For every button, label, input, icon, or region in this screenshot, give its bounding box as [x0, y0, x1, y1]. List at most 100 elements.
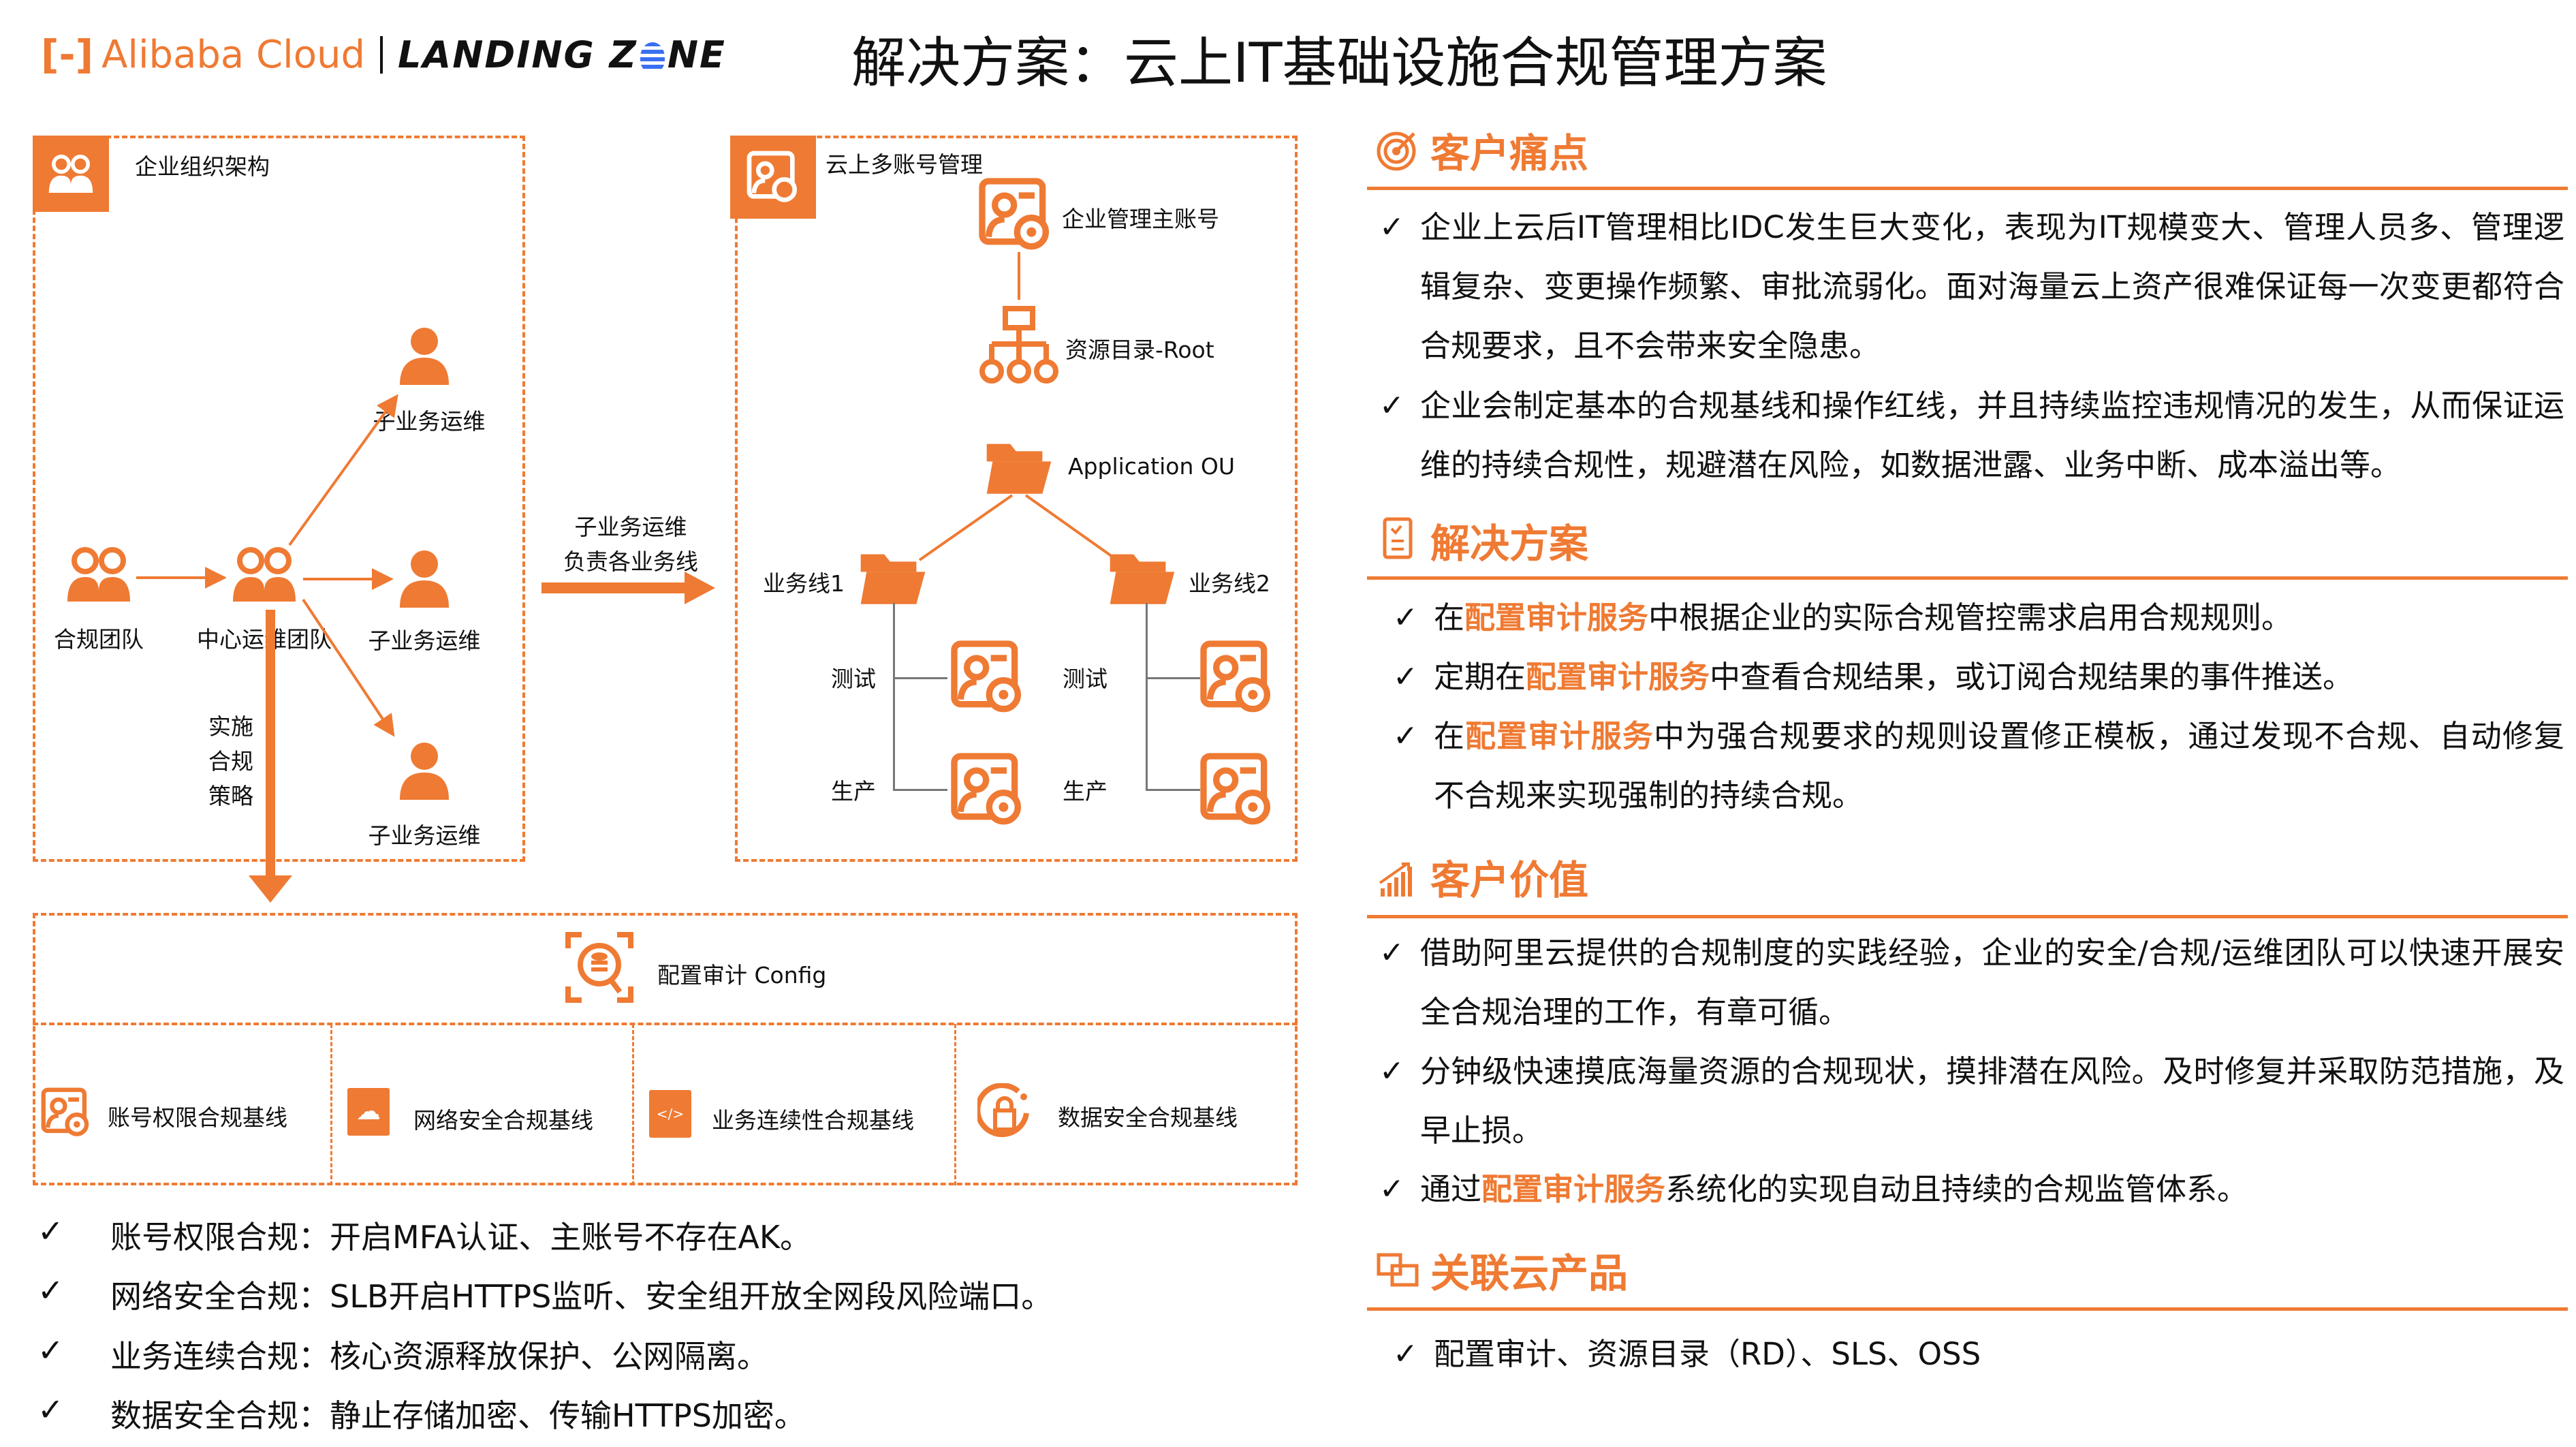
- check-icon: ✓: [37, 1391, 64, 1428]
- value-item: ✓ 通过配置审计服务系统化的实现自动且持续的合规监管体系。: [1379, 1160, 2564, 1219]
- arrow-label-line1: 子业务运维: [574, 514, 687, 540]
- bottom-item-text: 账号权限合规：开启MFA认证、主账号不存在AK。: [110, 1219, 812, 1256]
- business-line-1-label: 业务线1: [763, 570, 845, 597]
- solution-item-text: 在配置审计服务中为强合规要求的规则设置修正模板，通过发现不合规、自动修复不合规来…: [1434, 718, 2564, 813]
- bar-chart-icon: [1379, 862, 1412, 897]
- check-icon: ✓: [37, 1272, 64, 1309]
- pain-item: ✓ 企业会制定基本的合规基线和操作红线，并且持续监控违规情况的发生，从而保证运维的…: [1379, 376, 2564, 495]
- check-icon: ✓: [1379, 935, 1404, 970]
- org-title: 企业组织架构: [135, 153, 270, 180]
- prod-account-icon: [1199, 751, 1275, 828]
- ou-connectors: [918, 494, 1118, 561]
- test-label: 测试: [1063, 666, 1108, 692]
- org-team-icon: [33, 136, 109, 212]
- tree-line: [893, 603, 895, 790]
- related-item: ✓ 配置审计、资源目录（RD）、SLS、OSS: [1379, 1324, 2564, 1384]
- check-icon: ✓: [1379, 210, 1404, 245]
- related-heading: 关联云产品: [1430, 1250, 1629, 1296]
- solution-item: ✓ 在配置审计服务中为强合规要求的规则设置修正模板，通过发现不合规、自动修复不合规…: [1379, 706, 2564, 825]
- folder-icon: [1107, 548, 1178, 607]
- solution-item: ✓ 定期在配置审计服务中查看合规结果，或订阅合规结果的事件推送。: [1379, 647, 2564, 706]
- heading-rule: [1367, 576, 2568, 580]
- check-icon: ✓: [37, 1213, 64, 1249]
- brand-name: Alibaba Cloud: [101, 32, 366, 77]
- col-divider: [330, 1024, 332, 1185]
- test-label: 测试: [831, 666, 876, 692]
- pain-points-heading: 客户痛点: [1430, 130, 1589, 176]
- application-ou-label: Application OU: [1068, 453, 1236, 480]
- account-baseline-icon: [40, 1087, 92, 1138]
- pain-item-text: 企业会制定基本的合规基线和操作红线，并且持续监控违规情况的发生，从而保证运维的持…: [1420, 388, 2564, 483]
- solution-item-text: 在配置审计服务中根据企业的实际合规管控需求启用合规规则。: [1434, 600, 2293, 636]
- bottom-list-item: ✓ 账号权限合规：开启MFA认证、主账号不存在AK。: [37, 1213, 811, 1258]
- arrow-label-line2: 负责各业务线: [563, 548, 698, 575]
- solution-heading: 解决方案: [1430, 520, 1589, 567]
- col-divider: [632, 1024, 634, 1185]
- pain-item-text: 企业上云后IT管理相比IDC发生巨大变化，表现为IT规模变大、管理人员多、管理逻…: [1420, 209, 2564, 364]
- network-security-icon: ☁: [347, 1088, 390, 1136]
- value-item-text: 分钟级快速摸底海量资源的合规现状，摸排潜在风险。及时修复并采取防范措施，及早止损…: [1420, 1053, 2564, 1149]
- value-item-text: 通过配置审计服务系统化的实现自动且持续的合规监管体系。: [1420, 1171, 2248, 1207]
- value-item: ✓ 分钟级快速摸底海量资源的合规现状，摸排潜在风险。及时修复并采取防范措施，及早止…: [1379, 1042, 2564, 1160]
- check-icon: ✓: [1379, 388, 1404, 423]
- check-icon: ✓: [37, 1332, 64, 1369]
- policy-label: 策略: [208, 783, 253, 809]
- bottom-item-text: 网络安全合规：SLB开启HTTPS监听、安全组开放全网段风险端口。: [110, 1278, 1053, 1315]
- related-item-text: 配置审计、资源目录（RD）、SLS、OSS: [1434, 1336, 1981, 1372]
- prod-label: 生产: [831, 778, 876, 805]
- value-heading: 客户价值: [1430, 857, 1589, 903]
- value-item: ✓借助阿里云提供的合规制度的实践经验，企业的安全/合规/运维团队可以快速开展安全…: [1379, 923, 2564, 1042]
- bottom-item-text: 数据安全合规：静止存储加密、传输HTTPS加密。: [110, 1397, 806, 1434]
- check-icon: ✓: [1379, 1172, 1404, 1207]
- baseline-label: 业务连续性合规基线: [712, 1107, 914, 1134]
- connector: [1018, 252, 1020, 300]
- business-line-2-label: 业务线2: [1189, 570, 1270, 597]
- right-arrow-icon: [541, 572, 715, 604]
- master-account-label: 企业管理主账号: [1062, 206, 1219, 232]
- bottom-list-item: ✓ 数据安全合规：静止存储加密、传输HTTPS加密。: [37, 1391, 806, 1436]
- policy-label: 实施: [208, 713, 253, 740]
- baseline-label: 数据安全合规基线: [1058, 1104, 1238, 1131]
- baseline-label: 网络安全合规基线: [413, 1107, 593, 1134]
- tree-line: [1146, 677, 1200, 679]
- config-title: 配置审计 Config: [657, 962, 827, 989]
- folder-icon: [858, 548, 928, 607]
- tree-line: [1146, 789, 1200, 791]
- check-icon: ✓: [1393, 600, 1418, 635]
- heading-rule: [1367, 187, 2568, 190]
- sub-ops-label: 子业务运维: [368, 822, 481, 849]
- test-account-icon: [1199, 639, 1275, 715]
- check-icon: ✓: [1393, 719, 1418, 753]
- resource-directory-label: 资源目录-Root: [1065, 337, 1214, 363]
- bottom-item-text: 业务连续合规：核心资源释放保护、公网隔离。: [110, 1338, 768, 1375]
- accounts-title: 云上多账号管理: [826, 151, 983, 178]
- config-divider: [33, 1023, 1298, 1025]
- config-audit-icon: [565, 932, 633, 1003]
- logo-divider: [380, 35, 383, 74]
- pain-item: ✓ 企业上云后IT管理相比IDC发生巨大变化，表现为IT规模变大、管理人员多、管理…: [1379, 198, 2564, 375]
- org-connectors: [136, 394, 398, 903]
- solution-item-text: 定期在配置审计服务中查看合规结果，或订阅合规结果的事件推送。: [1434, 659, 2354, 695]
- check-icon: ✓: [1393, 659, 1418, 694]
- multi-account-panel: [735, 136, 1298, 862]
- compliance-team-label: 合规团队: [54, 626, 144, 653]
- data-security-lock-icon: [977, 1083, 1029, 1138]
- tree-line: [893, 677, 947, 679]
- prod-account-icon: [949, 751, 1026, 828]
- check-icon: ✓: [1393, 1337, 1418, 1371]
- policy-label: 合规: [208, 748, 253, 775]
- config-panel: [33, 913, 1298, 1185]
- check-icon: ✓: [1379, 1054, 1404, 1089]
- bottom-list-item: ✓ 业务连续合规：核心资源释放保护、公网隔离。: [37, 1332, 768, 1377]
- tree-line: [893, 789, 947, 791]
- heading-rule: [1367, 915, 2568, 918]
- sub-ops-label: 子业务运维: [368, 627, 481, 654]
- bottom-list-item: ✓ 网络安全合规：SLB开启HTTPS监听、安全组开放全网段风险端口。: [37, 1272, 1052, 1317]
- col-divider: [954, 1024, 956, 1185]
- baseline-label: 账号权限合规基线: [108, 1104, 287, 1131]
- alibaba-bracket-icon: [-]: [41, 31, 94, 78]
- target-icon: [1377, 131, 1416, 171]
- tree-line: [1146, 603, 1148, 790]
